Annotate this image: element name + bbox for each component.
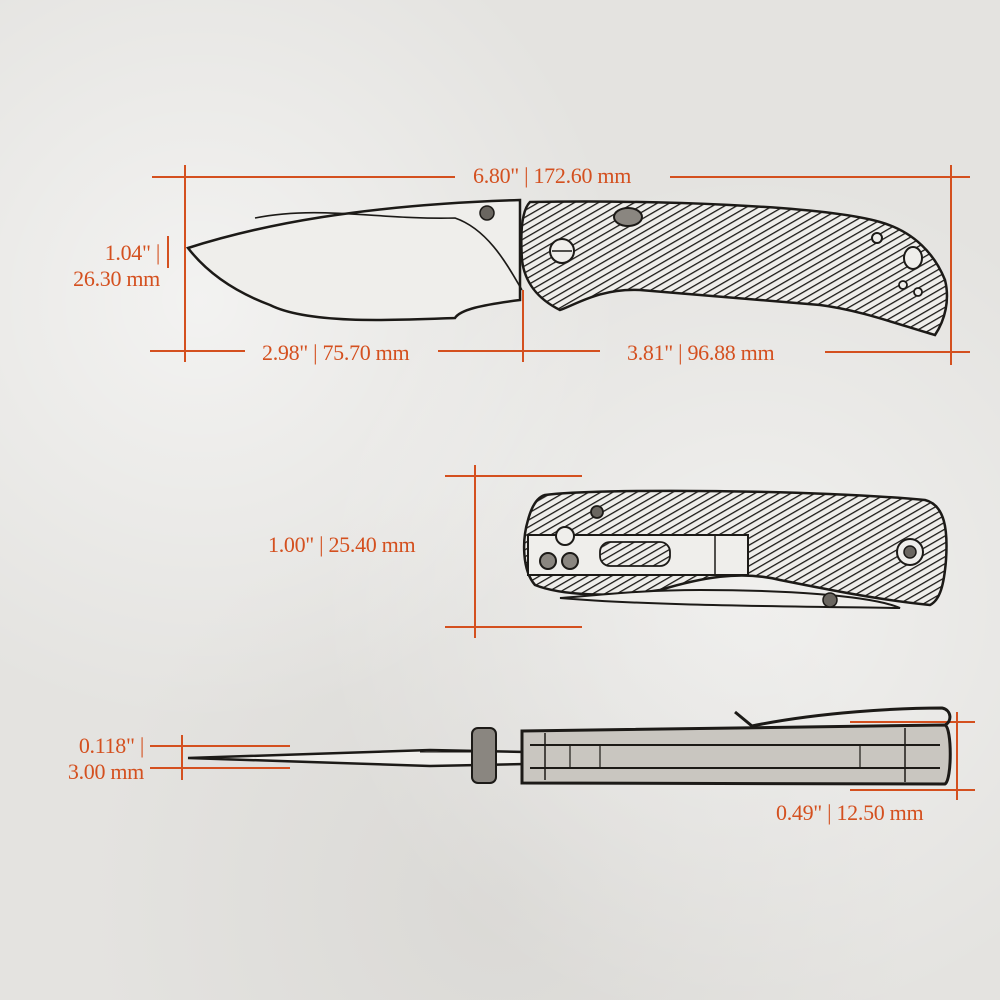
blade-thickness-mm: 3.00 mm (67, 759, 144, 784)
thumb-stud-icon (613, 207, 643, 227)
handle-outline (520, 200, 949, 337)
blade-outline (185, 198, 522, 322)
blade-length-label: 2.98" | 75.70 mm (262, 340, 410, 365)
knife-top-view (187, 706, 952, 786)
overall-length-label: 6.80" | 172.60 mm (473, 163, 632, 188)
blade-height-label: 1.04" | 26.30 mm (48, 240, 160, 292)
dimension-lines-open (150, 165, 970, 365)
thumb-stud-top-icon (471, 727, 497, 784)
knife-open-side-view (185, 198, 949, 337)
handle-height-label: 1.00" | 25.40 mm (268, 532, 416, 557)
blade-thickness-label: 0.118" | 3.00 mm (48, 733, 144, 785)
pocket-clip-top-icon (734, 706, 952, 728)
handle-length-label: 3.81" | 96.88 mm (627, 340, 775, 365)
blade-height-inch: 1.04" | (104, 240, 161, 265)
lanyard-hole-icon (903, 246, 923, 270)
handle-thickness-label: 0.49" | 12.50 mm (776, 800, 924, 825)
dimension-lines-closed (445, 465, 582, 638)
knife-closed-side-view (522, 489, 948, 609)
blade-thickness-inch: 0.118" | (78, 733, 144, 758)
blade-height-mm: 26.30 mm (73, 266, 160, 291)
dimension-lines-top (150, 712, 975, 800)
